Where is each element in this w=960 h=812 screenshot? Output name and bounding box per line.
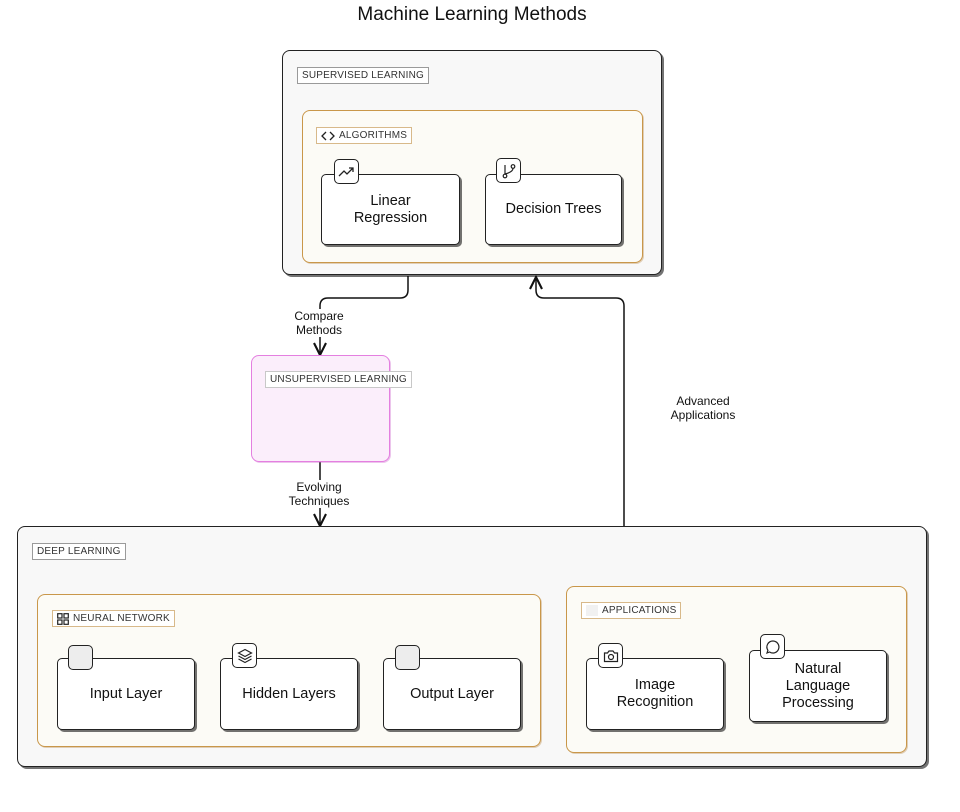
input-layer-node[interactable]: Input Layer [57,658,195,730]
advanced-applications-label: Advanced Applications [662,394,744,422]
evolving-techniques-label: Evolving Techniques [281,480,357,508]
image-recognition-badge [598,643,623,668]
output-layer-node[interactable]: Output Layer [383,658,521,730]
hidden-layers-node[interactable]: Hidden Layers [220,658,358,730]
git-branch-icon [502,163,515,178]
layers-icon [236,648,253,663]
natural-language-processing-badge [760,634,785,659]
edge-compare-methods [320,276,409,355]
evolving-techniques-text: Evolving Techniques [288,480,350,508]
message-circle-icon [765,639,779,654]
output-layer-badge [395,645,420,670]
supervised-learning-label: SUPERVISED LEARNING [297,67,429,84]
advanced-applications-text: Advanced Applications [670,394,736,422]
output-layer-text: Output Layer [410,685,494,702]
applications-label-text: APPLICATIONS [602,605,677,616]
code-icon [321,131,335,140]
natural-language-processing-text: Natural Language Processing [782,660,854,711]
decision-trees-text: Decision Trees [505,201,602,217]
compare-methods-text: Compare Methods [294,309,344,337]
unsupervised-learning-label: UNSUPERVISED LEARNING [265,371,412,388]
input-layer-badge [68,645,93,670]
algorithms-label-text: ALGORITHMS [339,130,408,141]
algorithms-label: ALGORITHMS [316,127,413,144]
diagram-title: Machine Learning Methods [357,4,587,25]
input-layer-text: Input Layer [89,685,163,702]
trending-up-icon [338,166,354,176]
deep-learning-label-text: DEEP LEARNING [37,546,121,557]
image-recognition-node[interactable]: Image Recognition [586,658,724,730]
hidden-layers-text: Hidden Layers [242,685,336,702]
deep-learning-label: DEEP LEARNING [32,543,126,560]
applications-blank-icon [586,605,598,616]
camera-icon [603,649,618,662]
natural-language-processing-node[interactable]: Natural Language Processing [749,650,887,722]
image-recognition-text: Image Recognition [616,677,694,710]
unsupervised-learning-label-text: UNSUPERVISED LEARNING [270,374,407,385]
decision-trees-badge [496,158,521,183]
linear-regression-node[interactable]: Linear Regression [321,174,460,245]
decision-trees-node[interactable]: Decision Trees [485,174,622,245]
compare-methods-label: Compare Methods [283,309,355,337]
hidden-layers-badge [232,643,257,668]
linear-regression-badge [334,159,359,184]
neural-network-label: NEURAL NETWORK [52,610,175,627]
neural-network-label-text: NEURAL NETWORK [73,613,170,624]
linear-regression-text: Linear Regression [353,192,428,226]
edge-advanced-applications [536,277,625,526]
grid-icon [57,612,69,625]
supervised-learning-label-text: SUPERVISED LEARNING [302,70,424,81]
applications-label: APPLICATIONS [581,602,682,619]
